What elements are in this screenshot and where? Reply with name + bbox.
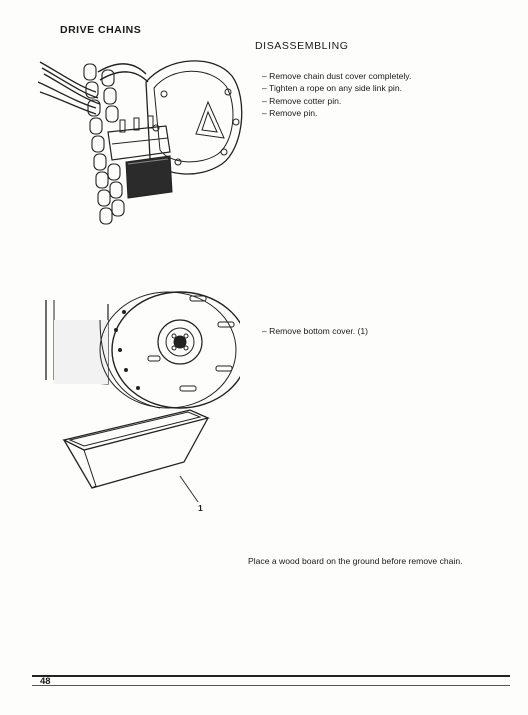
step-item: – Remove chain dust cover completely.: [262, 71, 412, 81]
footer-rule: [32, 675, 510, 677]
section-title: DRIVE CHAINS: [60, 24, 142, 36]
page-number: 48: [40, 676, 51, 687]
step-list: – Remove chain dust cover completely. – …: [262, 70, 411, 120]
step-item: – Tighten a rope on any side link pin.: [262, 83, 402, 94]
step-item: – Remove cotter pin.: [262, 95, 342, 106]
procedure-title: DISASSEMBLING: [255, 40, 349, 52]
safety-note: Place a wood board on the ground before …: [248, 556, 463, 566]
bottom-cover-illustration: [45, 291, 240, 503]
callout-number: 1: [198, 503, 203, 513]
footer-rule-secondary: [32, 685, 510, 686]
drive-chain-illustration: [38, 60, 243, 225]
step-item: – Remove pin.: [262, 108, 318, 119]
bottom-cover-instruction: – Remove bottom cover. (1): [262, 326, 369, 336]
